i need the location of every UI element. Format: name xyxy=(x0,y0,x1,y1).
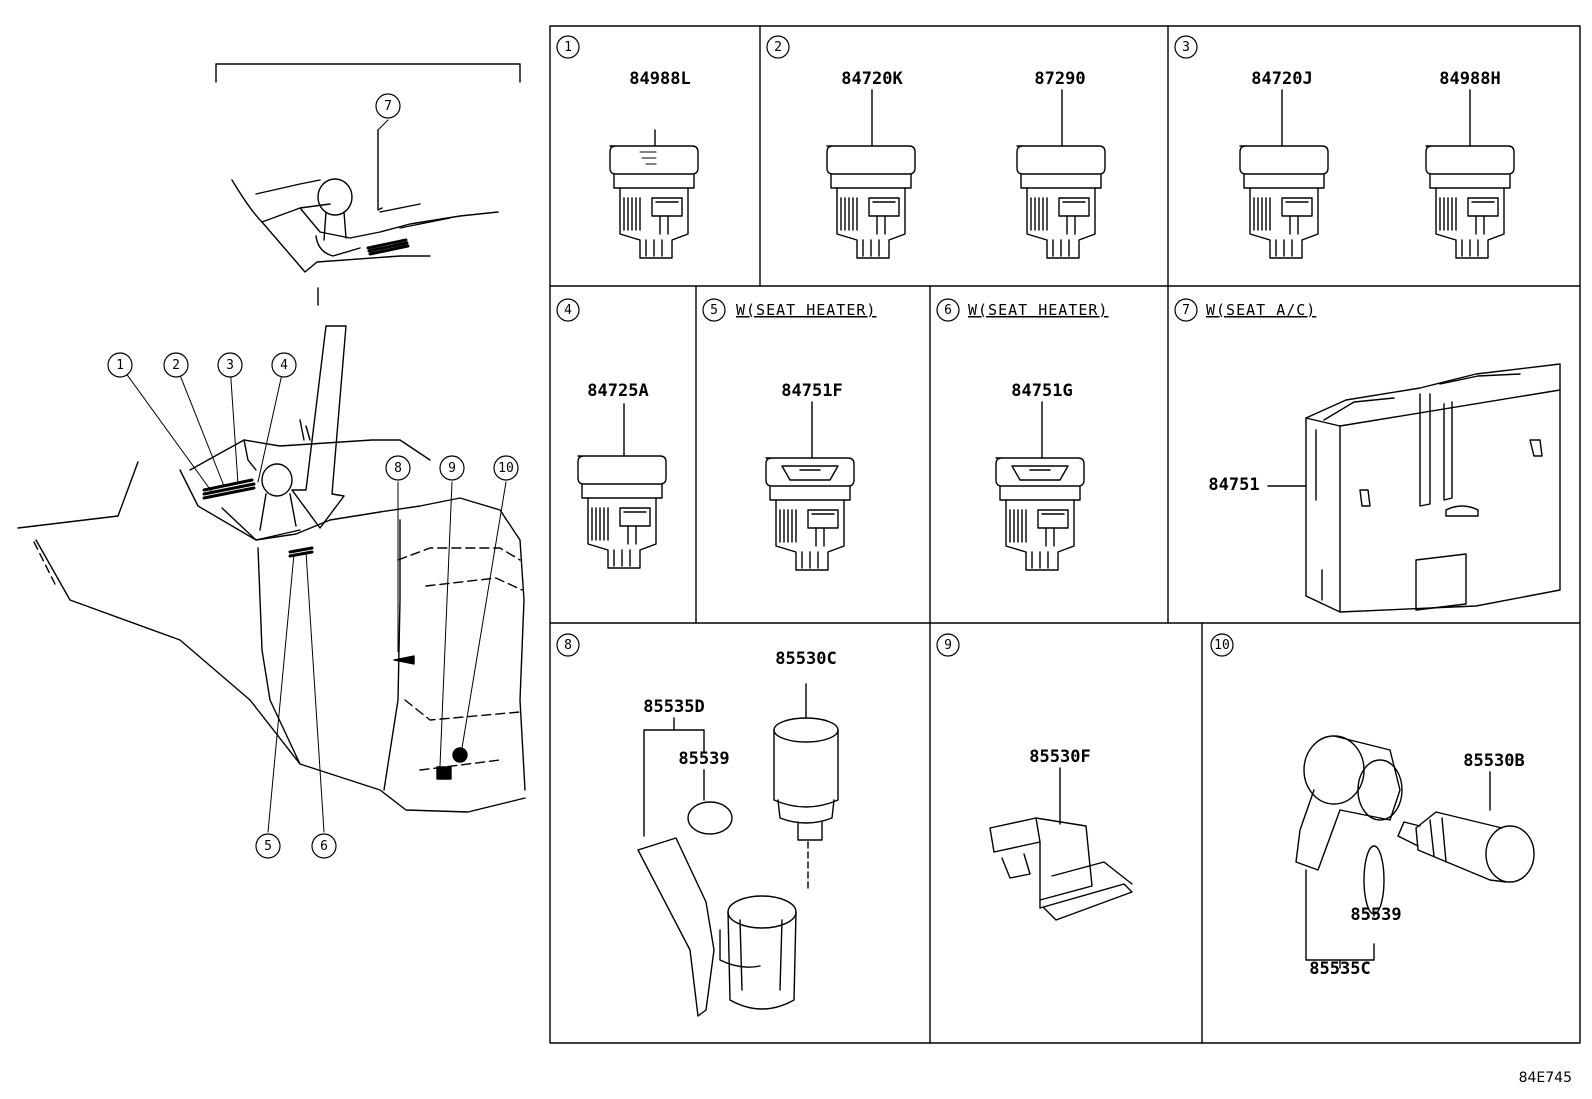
overview-callout-number: 10 xyxy=(498,461,514,476)
panel-number-circle xyxy=(936,633,960,657)
overview-callout-number: 7 xyxy=(384,99,392,114)
part-number-84751G: 84751G xyxy=(1011,381,1072,401)
part-85530B-drawing xyxy=(1397,771,1535,883)
part-84988H-drawing xyxy=(1425,89,1515,259)
overview-callout-10: 10 xyxy=(493,455,519,481)
overview-callout-number: 3 xyxy=(226,358,234,373)
part-85535C-drawing xyxy=(1295,735,1403,969)
panel-number: 1 xyxy=(564,40,572,55)
overview-callout-9: 9 xyxy=(439,455,465,481)
overview-callout-4: 4 xyxy=(271,352,297,378)
part-number-85535D: 85535D xyxy=(643,697,704,717)
panel-number: 2 xyxy=(774,40,782,55)
part-84751G-drawing xyxy=(995,401,1085,571)
overview-callout-2: 2 xyxy=(163,352,189,378)
part-number-87290: 87290 xyxy=(1034,69,1085,89)
panel-caption: W(SEAT A/C) xyxy=(1206,301,1316,319)
part-number-84988H: 84988H xyxy=(1439,69,1500,89)
diagram-reference-code: 84E745 xyxy=(1519,1070,1572,1086)
panel-number: 10 xyxy=(1214,638,1230,653)
panel-number-circle xyxy=(936,298,960,322)
overview-callout-number: 6 xyxy=(320,839,328,854)
part-85530F-drawing xyxy=(989,767,1133,921)
panel-number: 9 xyxy=(944,638,952,653)
overview-callout-number: 9 xyxy=(448,461,456,476)
panel-number-circle xyxy=(766,35,790,59)
part-87290-drawing xyxy=(1016,89,1106,259)
part-84720J-drawing xyxy=(1239,89,1329,259)
part-number-84720K: 84720K xyxy=(841,69,903,89)
panel-number: 8 xyxy=(564,638,572,653)
panel-5: 5 W(SEAT HEATER) 84751F xyxy=(702,298,876,401)
panel-number-circle xyxy=(1210,633,1234,657)
center-console xyxy=(17,419,526,813)
part-number-84751: 84751 xyxy=(1208,475,1259,495)
view-arrow xyxy=(291,325,347,529)
part-85539-gasket-drawing xyxy=(687,769,733,835)
overview-callout-number: 8 xyxy=(394,461,402,476)
panel-number: 6 xyxy=(944,303,952,318)
panel-number-circle xyxy=(702,298,726,322)
panel-number: 4 xyxy=(564,303,572,318)
overview-callout-6: 6 xyxy=(311,833,337,859)
panel-number-circle xyxy=(556,298,580,322)
panel-number: 5 xyxy=(710,303,718,318)
overview-callout-8: 8 xyxy=(385,455,411,481)
overview-callout-number: 5 xyxy=(264,839,272,854)
overview-callout-number: 4 xyxy=(280,358,288,373)
part-84988L-drawing xyxy=(609,129,699,259)
part-85539-gasket-b-drawing xyxy=(1363,845,1385,917)
part-number-84720J: 84720J xyxy=(1251,69,1312,89)
part-84751-drawing xyxy=(1267,363,1561,613)
panel-7: 7 W(SEAT A/C) 84751 xyxy=(1174,298,1316,495)
console-overview xyxy=(17,63,526,833)
panel-6: 6 W(SEAT HEATER) 84751G xyxy=(936,298,1108,401)
panel-3: 3 84720J 84988H xyxy=(1174,35,1501,89)
part-number-85539: 85539 xyxy=(678,749,729,769)
overview-callout-number: 1 xyxy=(116,358,124,373)
part-number-84988L: 84988L xyxy=(629,69,690,89)
callout-leaders xyxy=(119,119,507,833)
part-number-84751F: 84751F xyxy=(781,381,842,401)
panel-8: 8 85530C 85535D 85539 xyxy=(556,633,837,769)
panel-4: 4 84725A xyxy=(556,298,649,401)
panel-number-circle xyxy=(556,35,580,59)
part-number-84725A: 84725A xyxy=(587,381,648,401)
panel-number-circle xyxy=(1174,298,1198,322)
part-84751F-drawing xyxy=(765,401,855,571)
part-number-85530C: 85530C xyxy=(775,649,836,669)
parts-grid xyxy=(549,25,1581,1044)
part-number-85530B: 85530B xyxy=(1463,751,1524,771)
overview-callout-5: 5 xyxy=(255,833,281,859)
panel-10: 10 85530B 85539 85535C xyxy=(1210,633,1525,979)
panel-number: 7 xyxy=(1182,303,1190,318)
panel-1: 1 84988L xyxy=(556,35,691,89)
panel-2: 2 84720K 87290 xyxy=(766,35,1086,89)
panel-number-circle xyxy=(556,633,580,657)
panel-caption: W(SEAT HEATER) xyxy=(968,301,1108,319)
overview-callout-7: 7 xyxy=(375,93,401,119)
part-number-85530F: 85530F xyxy=(1029,747,1090,767)
part-number-85539: 85539 xyxy=(1350,905,1401,925)
overview-callout-3: 3 xyxy=(217,352,243,378)
overview-callouts: 1 2 3 4 5 6 7 8 9 10 xyxy=(107,93,519,859)
part-84725A-drawing xyxy=(577,403,667,569)
panel-9: 9 85530F xyxy=(936,633,1091,767)
part-85535D-drawing xyxy=(637,717,797,1017)
overview-callout-1: 1 xyxy=(107,352,133,378)
part-number-85535C: 85535C xyxy=(1309,959,1370,979)
panel-caption: W(SEAT HEATER) xyxy=(736,301,876,319)
overview-callout-number: 2 xyxy=(172,358,180,373)
panel-number-circle xyxy=(1174,35,1198,59)
panel-number: 3 xyxy=(1182,40,1190,55)
part-85530C-drawing xyxy=(773,683,839,891)
shifter-detail-view xyxy=(231,129,499,306)
part-84720K-drawing xyxy=(826,89,916,259)
